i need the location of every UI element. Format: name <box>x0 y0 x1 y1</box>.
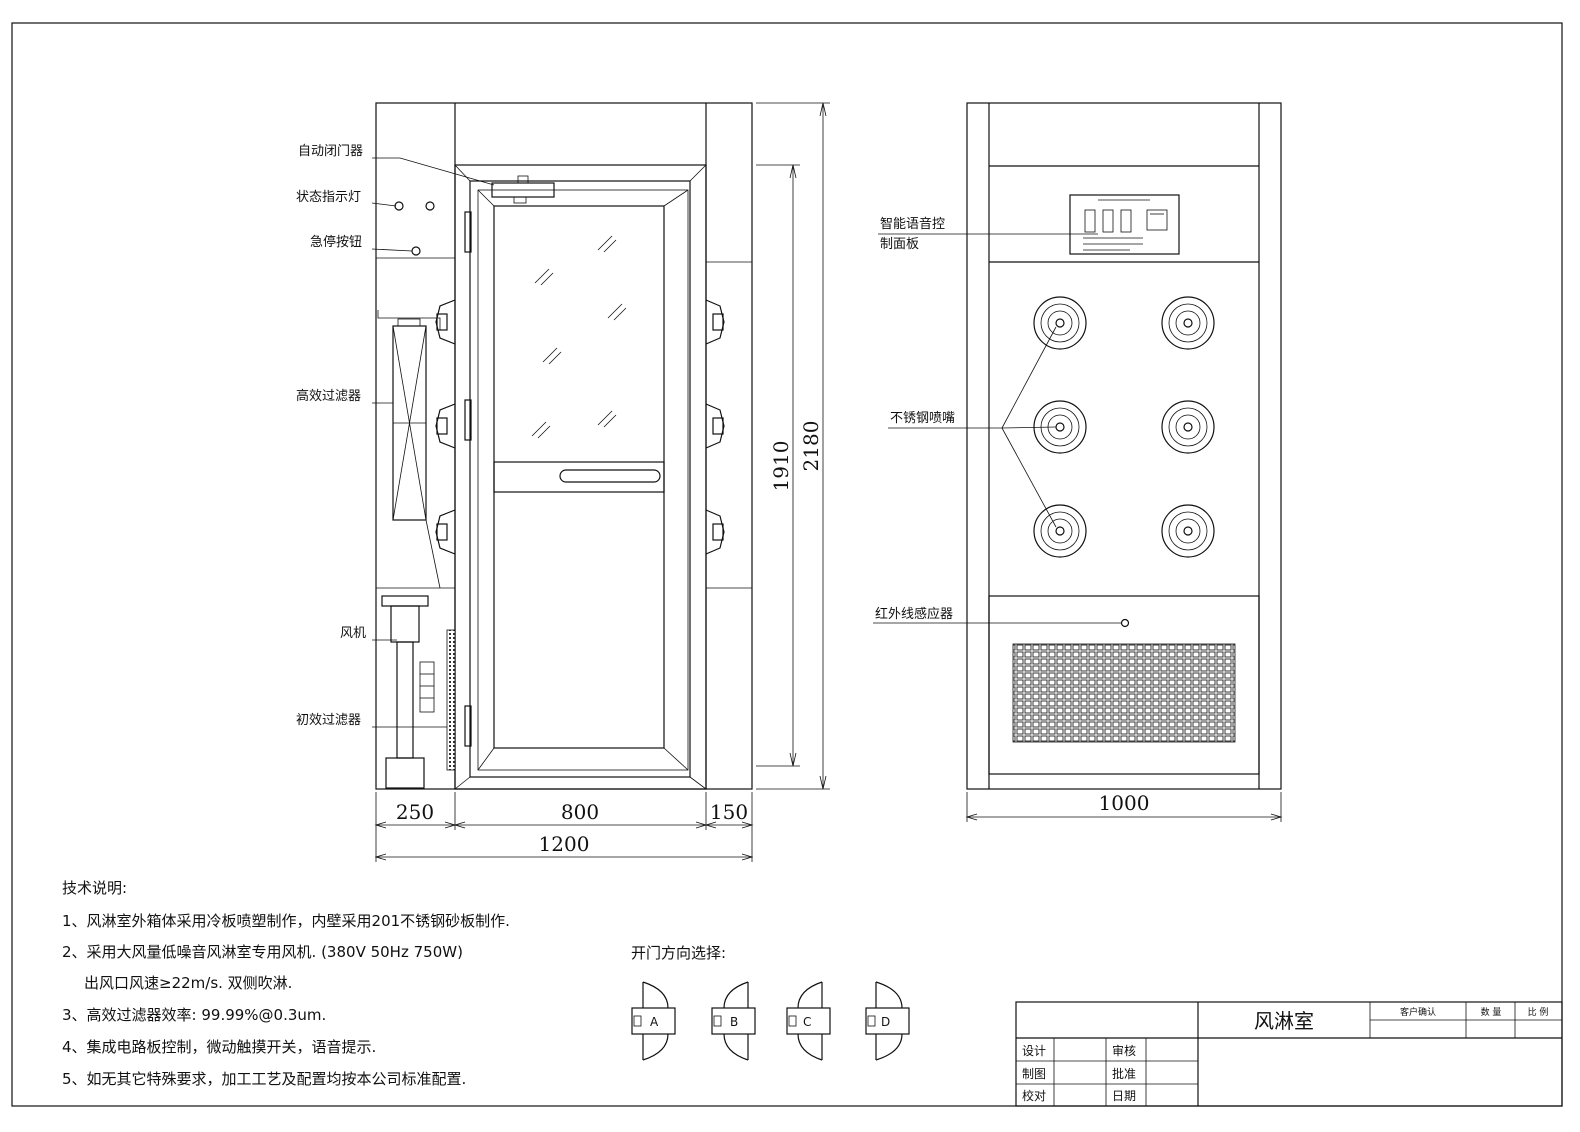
title-block-customer-confirm: 客户确认 <box>1400 1006 1436 1018</box>
label-door-closer: 自动闭门器 <box>298 144 363 159</box>
voice-control-panel <box>1069 194 1180 255</box>
note-line-2: 2、采用大风量低噪音风淋室专用风机. (380V 50Hz 750W) <box>62 943 463 961</box>
note-line-3: 出风口风速≥22m/s. 双侧吹淋. <box>84 974 292 992</box>
note-line-6: 5、如无其它特殊要求，加工工艺及配置均按本公司标准配置. <box>62 1070 466 1088</box>
title-block-approve: 批准 <box>1112 1066 1136 1081</box>
title-block-scale: 比 例 <box>1528 1006 1549 1018</box>
label-pre-filter: 初效过滤器 <box>296 713 361 728</box>
door-option-d-label: D <box>881 1015 890 1029</box>
horizontal-dimensions <box>374 792 754 862</box>
dim-1000: 1000 <box>1099 791 1150 815</box>
label-ir-sensor: 红外线感应器 <box>875 606 953 622</box>
glass-reflection-marks <box>531 235 627 439</box>
vertical-dimensions <box>756 102 830 790</box>
door-option-c <box>786 981 831 1061</box>
door-closer <box>491 175 555 204</box>
label-status-light: 状态指示灯 <box>296 190 361 205</box>
notes-heading: 技术说明: <box>62 879 127 897</box>
status-light-1 <box>394 201 404 211</box>
return-air-grille <box>1012 643 1236 743</box>
door-option-b <box>711 981 756 1061</box>
door-option-d <box>865 981 910 1061</box>
dim-1910: 1910 <box>769 441 793 492</box>
ir-sensor <box>1120 618 1130 628</box>
status-light-2 <box>425 201 435 211</box>
title-block-design: 设计 <box>1022 1044 1046 1058</box>
label-hepa-filter: 高效过滤器 <box>296 388 361 404</box>
title-block-date: 日期 <box>1112 1089 1136 1103</box>
title-block-drawing: 制图 <box>1022 1067 1046 1081</box>
nozzles-left <box>435 299 456 555</box>
dim-1200: 1200 <box>539 832 590 856</box>
label-voice-panel-line2: 制面板 <box>880 237 919 252</box>
title-block-review: 审核 <box>1112 1043 1136 1058</box>
nozzles-right <box>705 299 725 555</box>
dim-800: 800 <box>561 800 599 824</box>
label-voice-panel-line1: 智能语音控 <box>880 216 945 232</box>
hepa-filter <box>377 310 441 589</box>
dim-2180: 2180 <box>799 421 823 472</box>
interior-view: 智能语音控 制面板 不锈钢喷嘴 红外线感应器 1000 <box>873 102 1283 822</box>
door-direction-heading: 开门方向选择: <box>631 944 726 962</box>
title-block-quantity: 数 量 <box>1481 1006 1502 1018</box>
door-option-a-label: A <box>650 1015 659 1029</box>
title-block-check: 校对 <box>1022 1088 1046 1103</box>
emergency-button <box>411 246 421 256</box>
label-nozzle: 不锈钢喷嘴 <box>890 411 955 426</box>
door-option-b-label: B <box>730 1015 738 1029</box>
door-direction-options: 开门方向选择: A B C D <box>631 944 910 1061</box>
note-line-5: 4、集成电路板控制，微动触摸开关，语音提示. <box>62 1038 376 1056</box>
pre-filter <box>446 629 456 771</box>
drawing-border <box>11 22 1563 1107</box>
technical-notes: 技术说明: 1、风淋室外箱体采用冷板喷塑制作，内壁采用201不锈钢砂板制作. 2… <box>62 879 510 1088</box>
door-option-a <box>631 981 676 1061</box>
title-block-title: 风淋室 <box>1254 1009 1314 1033</box>
front-view: 自动闭门器 状态指示灯 急停按钮 高效过滤器 风机 初效过滤器 1910 218… <box>296 102 830 862</box>
dim-150: 150 <box>710 800 748 824</box>
door-hinges <box>464 211 472 747</box>
door-option-c-label: C <box>803 1015 811 1029</box>
stainless-nozzles <box>1033 296 1215 558</box>
fan <box>381 595 435 789</box>
note-line-4: 3、高效过滤器效率: 99.99%@0.3um. <box>62 1006 326 1024</box>
label-fan: 风机 <box>340 626 366 641</box>
title-block: 风淋室 客户确认 数 量 比 例 设计 审核 制图 批准 校对 日期 <box>1015 1001 1563 1107</box>
label-emergency-button: 急停按钮 <box>310 234 362 250</box>
dim-250: 250 <box>396 800 434 824</box>
note-line-1: 1、风淋室外箱体采用冷板喷塑制作，内壁采用201不锈钢砂板制作. <box>62 912 510 930</box>
